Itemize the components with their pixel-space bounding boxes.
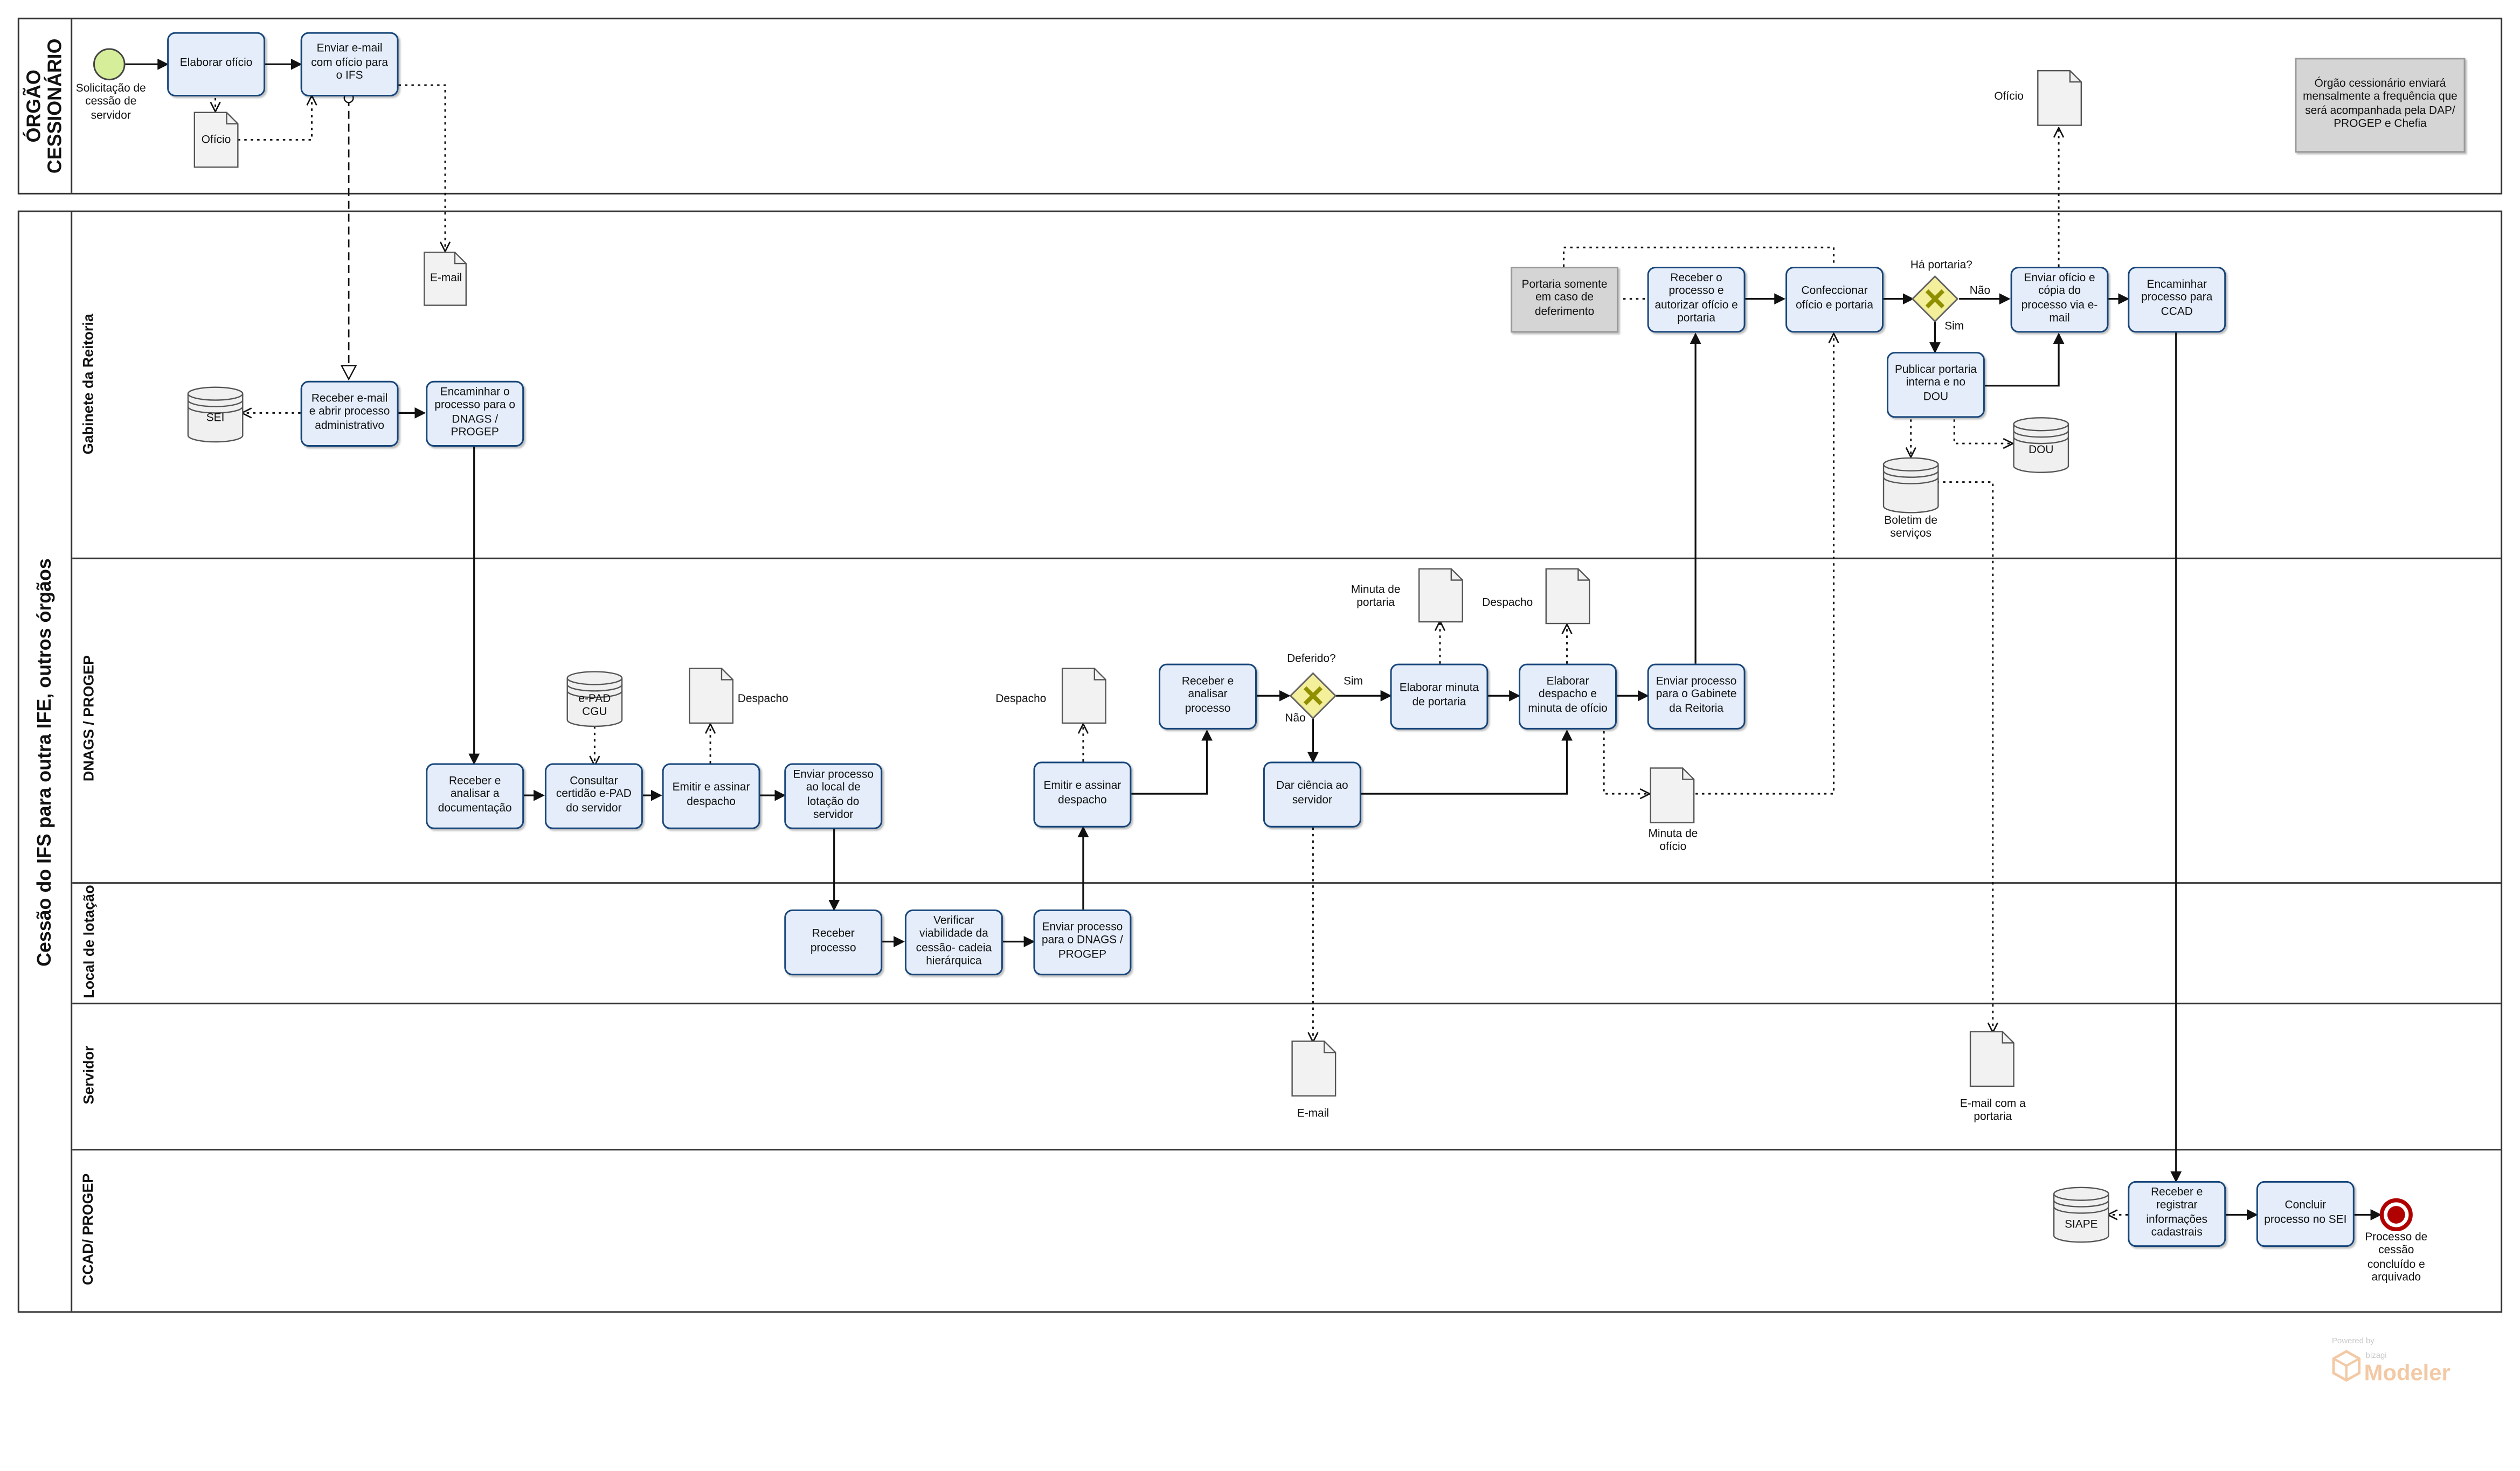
doc-minuta-portaria[interactable]	[1418, 568, 1463, 623]
doc-minuta-portaria-label: Minuta de portaria	[1351, 585, 1401, 610]
task-elaborar-minuta[interactable]: Elaborar minuta de portaria	[1390, 663, 1489, 730]
datastore-siape-label: SIAPE	[2065, 1219, 2098, 1231]
watermark-powered: Powered by	[2332, 1337, 2374, 1347]
watermark-brand: bizagi	[2365, 1351, 2387, 1361]
flow-label-sim-portaria: Sim	[1944, 321, 1964, 333]
pool-ifs: Cessão do IFS para outra IFE, outros órg…	[17, 210, 2503, 1313]
task-confeccionar[interactable]: Confeccionar ofício e portaria	[1785, 267, 1884, 333]
task-enviar-gabinete[interactable]: Enviar processo para o Gabinete da Reito…	[1647, 663, 1746, 730]
end-event-core	[2387, 1206, 2405, 1224]
watermark-product: Modeler	[2364, 1359, 2450, 1385]
task-receber-autorizar[interactable]: Receber o processo e autorizar ofício e …	[1647, 267, 1746, 333]
datastore-boletim[interactable]	[1882, 457, 1939, 514]
flow-label-nao-deferido: Não	[1285, 713, 1306, 725]
pool-ifs-label: Cessão do IFS para outra IFE, outros órg…	[19, 212, 73, 1312]
assoc-note-confeccionar	[1563, 246, 1835, 267]
lane-local	[72, 882, 2501, 1003]
doc-email-2-label: E-mail	[1297, 1108, 1329, 1120]
doc-minuta-oficio[interactable]	[1650, 767, 1695, 824]
sequence-flows	[125, 58, 2382, 1220]
doc-despacho-3-label: Despacho	[1482, 598, 1533, 609]
assoc-boletim-email	[1936, 481, 1992, 1032]
doc-email-2[interactable]	[1291, 1040, 1337, 1097]
datastore-dou[interactable]	[2013, 417, 2069, 473]
task-enviar-email-oficio[interactable]: Enviar e-mail com ofício para o IFS	[300, 32, 399, 96]
datastore-dou-label: DOU	[2029, 445, 2054, 456]
start-event[interactable]	[93, 48, 126, 81]
gateway-ha-portaria[interactable]	[1911, 275, 1959, 323]
task-receber-analisar-doc[interactable]: Receber e analisar a documentação	[426, 763, 524, 829]
task-publicar-portaria[interactable]: Publicar portaria interna e no DOU	[1886, 352, 1985, 418]
lane-ccad	[72, 1149, 2501, 1311]
datastore-sei-label: SEI	[206, 413, 225, 425]
pool-orgao-cessionario: ÓRGÃO CESSIONÁRIO	[17, 17, 2503, 195]
flow-label-sim-deferido: Sim	[1343, 676, 1363, 688]
datastores	[187, 386, 2109, 1243]
flow-ciencia-despacho	[1361, 729, 1573, 795]
flow-label-nao-portaria: Não	[1969, 286, 1991, 297]
task-encaminhar-ccad[interactable]: Encaminhar processo para CCAD	[2128, 267, 2226, 333]
task-emitir-despacho-1[interactable]: Emitir e assinar despacho	[662, 763, 760, 829]
task-dar-ciencia[interactable]: Dar ciência ao servidor	[1263, 761, 1361, 828]
doc-despacho-3[interactable]	[1545, 568, 1590, 625]
flow-emitir2-receber	[1131, 729, 1213, 795]
doc-minuta-oficio-label: Minuta de ofício	[1648, 829, 1698, 854]
assoc-despacho-minuta-oficio	[1603, 731, 1649, 794]
flow-publicar-enviar	[1984, 332, 2065, 387]
task-consultar-certidao[interactable]: Consultar certidão e-PAD do servidor	[544, 763, 643, 829]
task-receber-email[interactable]: Receber e-mail e abrir processo administ…	[300, 380, 399, 447]
task-elaborar-despacho-minuta[interactable]: Elaborar despacho e minuta de ofício	[1519, 663, 1617, 730]
doc-email-1-label: E-mail	[430, 273, 462, 285]
annotation-frequencia: Órgão cessionário enviará mensalmente a …	[2295, 58, 2466, 153]
task-encaminhar-dnags[interactable]: Encaminhar o processo para o DNAGS / PRO…	[426, 380, 524, 447]
start-event-label: Solicitação de cessão de servidor	[75, 84, 146, 122]
annotation-portaria: Portaria somente em caso de deferimento	[1511, 267, 1618, 333]
task-enviar-dnags[interactable]: Enviar processo para o DNAGS / PROGEP	[1033, 909, 1132, 976]
pool-orgao-label: ÓRGÃO CESSIONÁRIO	[19, 19, 73, 193]
task-receber-processo[interactable]: Receber processo	[784, 909, 883, 976]
datastore-epad[interactable]	[566, 671, 623, 727]
task-emitir-despacho-2[interactable]: Emitir e assinar despacho	[1033, 761, 1132, 828]
lane-dnags	[72, 557, 2501, 882]
assoc-minuta-confeccionar	[1695, 334, 1833, 795]
doc-oficio-1-label: Ofício	[201, 135, 231, 147]
task-elaborar-oficio[interactable]: Elaborar ofício	[167, 32, 266, 96]
end-event-label: Processo de cessão concluído e arquivado	[2365, 1232, 2428, 1285]
doc-email-portaria[interactable]	[1969, 1031, 2014, 1087]
doc-oficio-2-label: Ofício	[1994, 91, 2024, 103]
doc-oficio-1[interactable]	[193, 112, 239, 168]
task-verificar-viabilidade[interactable]: Verificar viabilidade da cessão- cadeia …	[904, 909, 1003, 976]
doc-despacho-2-label: Despacho	[995, 694, 1047, 706]
bizagi-logo-icon	[2332, 1350, 2361, 1382]
doc-email-1[interactable]	[424, 251, 467, 306]
task-enviar-local[interactable]: Enviar processo ao local de lotação do s…	[784, 763, 883, 829]
gateway-deferido-label: Deferido?	[1287, 654, 1336, 665]
lane-servidor	[72, 1002, 2501, 1149]
datastore-boletim-label: Boletim de serviços	[1884, 516, 1938, 541]
datastore-epad-label: e-PAD CGU	[578, 694, 611, 719]
assoc-enviar-email	[398, 84, 445, 251]
task-receber-analisar-proc[interactable]: Receber e analisar processo	[1159, 663, 1257, 730]
task-receber-registrar[interactable]: Receber e registrar informações cadastra…	[2128, 1181, 2226, 1247]
doc-despacho-1[interactable]	[689, 668, 734, 724]
task-concluir-sei[interactable]: Concluir processo no SEI	[2256, 1181, 2355, 1247]
datastore-sei[interactable]	[187, 386, 244, 443]
assoc-publicar-dou	[1953, 419, 2012, 443]
doc-email-portaria-label: E-mail com a portaria	[1960, 1099, 2026, 1124]
datastore-siape[interactable]	[2053, 1186, 2109, 1243]
task-enviar-oficio-copia[interactable]: Enviar ofício e cópia do processo via e-…	[2010, 267, 2109, 333]
gateway-ha-portaria-label: Há portaria?	[1910, 260, 1972, 272]
bizagi-watermark: Powered by bizagi Modeler	[2329, 1337, 2473, 1391]
documents	[193, 70, 2082, 1097]
doc-despacho-1-label: Despacho	[737, 694, 788, 706]
associations	[216, 84, 2128, 1215]
gateway-deferido[interactable]	[1289, 672, 1337, 720]
doc-oficio-2[interactable]	[2037, 70, 2082, 126]
assoc-oficio-enviar	[238, 96, 311, 141]
doc-despacho-2[interactable]	[1061, 668, 1106, 724]
